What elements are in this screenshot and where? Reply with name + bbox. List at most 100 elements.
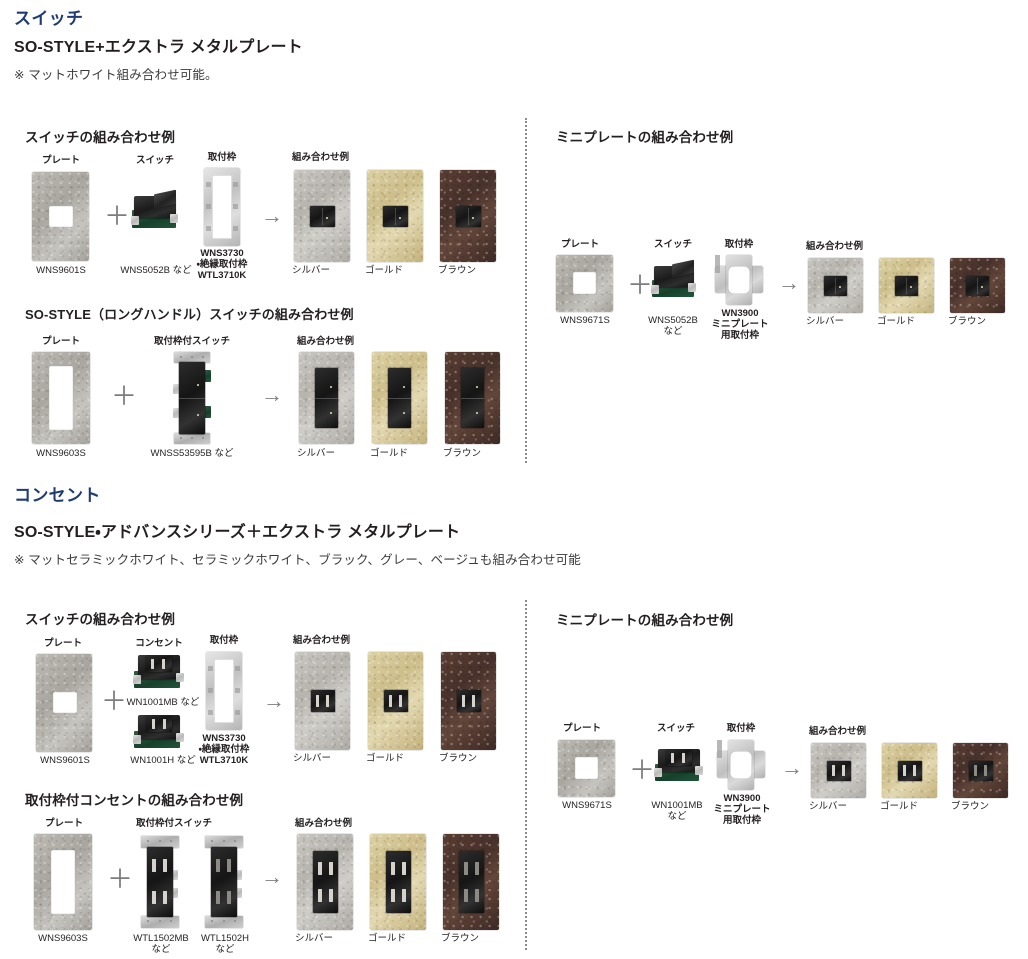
result-label-silver: シルバー bbox=[292, 265, 331, 276]
plate-wns9603s bbox=[34, 834, 92, 930]
result-label-gold: ゴールド bbox=[365, 265, 404, 276]
device-insert bbox=[456, 206, 481, 227]
result-mini-plate-brown bbox=[950, 258, 1005, 313]
block-title-outlet-miniplate: ミニプレートの組み合わせ例 bbox=[556, 613, 734, 628]
code-plate: WNS9671S bbox=[560, 315, 610, 326]
code-switch-device-2: など bbox=[663, 326, 683, 337]
caption-frame: 取付枠 bbox=[207, 152, 237, 163]
plus-symbol: ＋ bbox=[107, 864, 134, 894]
caption-switch-device: スイッチ bbox=[656, 723, 695, 734]
plate-wns9601s bbox=[36, 654, 92, 752]
result-plate-gold bbox=[368, 652, 423, 750]
switch-module-wns5052b bbox=[650, 258, 698, 302]
plus-symbol: ＋ bbox=[104, 201, 131, 231]
caption-framed-switch: 取付枠付スイッチ bbox=[153, 336, 230, 347]
plate-window bbox=[575, 757, 598, 779]
result-label-silver: シルバー bbox=[295, 933, 334, 944]
code-frame-2: ミニプレート bbox=[711, 319, 769, 330]
code-plate: WNS9671S bbox=[562, 800, 612, 811]
caption-frame: 取付枠 bbox=[209, 635, 239, 646]
arrow-symbol: → bbox=[781, 755, 803, 780]
mounting-frame-wns3730 bbox=[206, 652, 242, 730]
code-framed-outlet-1a: WTL1502MB bbox=[133, 933, 189, 944]
block-title-framed-outlet: 取付枠付コンセントの組み合わせ例 bbox=[25, 793, 244, 808]
result-plate-brown bbox=[443, 834, 499, 930]
plus-symbol: ＋ bbox=[111, 381, 138, 411]
caption-plate: プレート bbox=[41, 336, 80, 347]
outlet-module-wn1001mb bbox=[132, 653, 186, 693]
mini-plate-wns9671s bbox=[558, 740, 615, 797]
result-label-gold: ゴールド bbox=[368, 933, 407, 944]
result-label-brown: ブラウン bbox=[948, 316, 987, 327]
code-switch-device: WNS5052B など bbox=[120, 265, 192, 276]
result-plate-brown bbox=[441, 652, 496, 750]
plate-wns9603s bbox=[32, 352, 90, 444]
result-label-gold: ゴールド bbox=[877, 316, 916, 327]
mini-plate-wns9671s bbox=[556, 255, 613, 312]
plate-window bbox=[53, 692, 77, 713]
result-label-gold: ゴールド bbox=[366, 753, 405, 764]
code-plate: WNS9601S bbox=[36, 265, 86, 276]
code-plate: WNS9603S bbox=[38, 933, 88, 944]
result-label-brown: ブラウン bbox=[441, 933, 480, 944]
caption-plate: プレート bbox=[41, 155, 80, 166]
section-note-switch: ※ マットホワイト組み合わせ可能。 bbox=[14, 68, 218, 82]
result-plate-silver bbox=[299, 352, 354, 444]
code-outlet-device-1: WN1001MB bbox=[651, 800, 703, 811]
result-mini-plate-silver bbox=[808, 258, 863, 313]
arrow-symbol: → bbox=[263, 688, 285, 713]
caption-plate: プレート bbox=[562, 723, 601, 734]
caption-switch-device: スイッチ bbox=[653, 239, 692, 250]
caption-switch-device: スイッチ bbox=[135, 155, 174, 166]
vertical-divider-lower bbox=[525, 600, 527, 950]
block-title-long-handle: SO-STYLE（ロングハンドル）スイッチの組み合わせ例 bbox=[25, 307, 354, 322]
plus-symbol: ＋ bbox=[629, 755, 656, 785]
code-frame-1: WN3900 bbox=[723, 793, 761, 804]
result-label-brown: ブラウン bbox=[951, 801, 990, 812]
section-subtitle-outlet: SO-STYLE・アドバンスシリーズ＋エクストラ メタルプレート bbox=[14, 524, 461, 541]
device-insert bbox=[824, 276, 847, 296]
code-frame-3: 用取付枠 bbox=[720, 330, 759, 341]
framed-outlet-wtl1502mb bbox=[141, 836, 179, 928]
arrow-symbol: → bbox=[261, 864, 283, 889]
section-title-outlet: コンセント bbox=[14, 486, 101, 505]
arrow-symbol: → bbox=[261, 382, 283, 407]
code-frame-1: WN3900 bbox=[721, 308, 759, 319]
result-label-brown: ブラウン bbox=[438, 265, 477, 276]
caption-result: 組み合わせ例 bbox=[809, 726, 867, 737]
result-mini-plate-gold bbox=[879, 258, 934, 313]
code-frame-3: 用取付枠 bbox=[722, 815, 761, 826]
device-insert bbox=[310, 206, 335, 227]
caption-frame: 取付枠 bbox=[724, 239, 754, 250]
result-label-silver: シルバー bbox=[809, 801, 848, 812]
caption-result: 組み合わせ例 bbox=[293, 635, 351, 646]
section-title-switch: スイッチ bbox=[14, 9, 84, 28]
block-title-switch-combo: スイッチの組み合わせ例 bbox=[25, 130, 175, 145]
caption-framed-outlet: 取付枠付スイッチ bbox=[135, 818, 212, 829]
code-frame-1: WNS3730 bbox=[200, 248, 244, 259]
caption-frame: 取付枠 bbox=[726, 723, 756, 734]
device-insert bbox=[383, 206, 408, 227]
section-note-outlet: ※ マットセラミックホワイト、セラミックホワイト、ブラック、グレー、ベージュも組… bbox=[14, 553, 581, 567]
code-plate: WNS9601S bbox=[40, 755, 90, 766]
plus-symbol: ＋ bbox=[101, 686, 128, 716]
result-plate-silver bbox=[295, 652, 350, 750]
code-frame-2: ・絶縁取付枠 bbox=[198, 744, 250, 755]
framed-outlet-wtl1502h bbox=[205, 836, 243, 928]
switch-module-wns5052b bbox=[130, 189, 182, 234]
device-insert bbox=[313, 851, 338, 913]
code-frame-3: WTL3710K bbox=[199, 755, 249, 766]
result-mini-plate-brown bbox=[953, 743, 1008, 798]
mini-mounting-frame-wn3900 bbox=[717, 740, 765, 790]
block-title-switch-miniplate: ミニプレートの組み合わせ例 bbox=[556, 130, 734, 145]
code-frame-2: ・絶縁取付枠 bbox=[196, 259, 248, 270]
result-mini-plate-silver bbox=[811, 743, 866, 798]
device-insert bbox=[457, 690, 481, 712]
code-outlet-device-1: WN1001MB など bbox=[126, 697, 200, 708]
outlet-module-wn1001mb bbox=[653, 744, 703, 788]
result-label-brown: ブラウン bbox=[439, 753, 478, 764]
mini-mounting-frame-wn3900 bbox=[715, 255, 763, 305]
code-framed-outlet-1b: など bbox=[151, 944, 171, 955]
code-frame-3: WTL3710K bbox=[197, 270, 247, 281]
